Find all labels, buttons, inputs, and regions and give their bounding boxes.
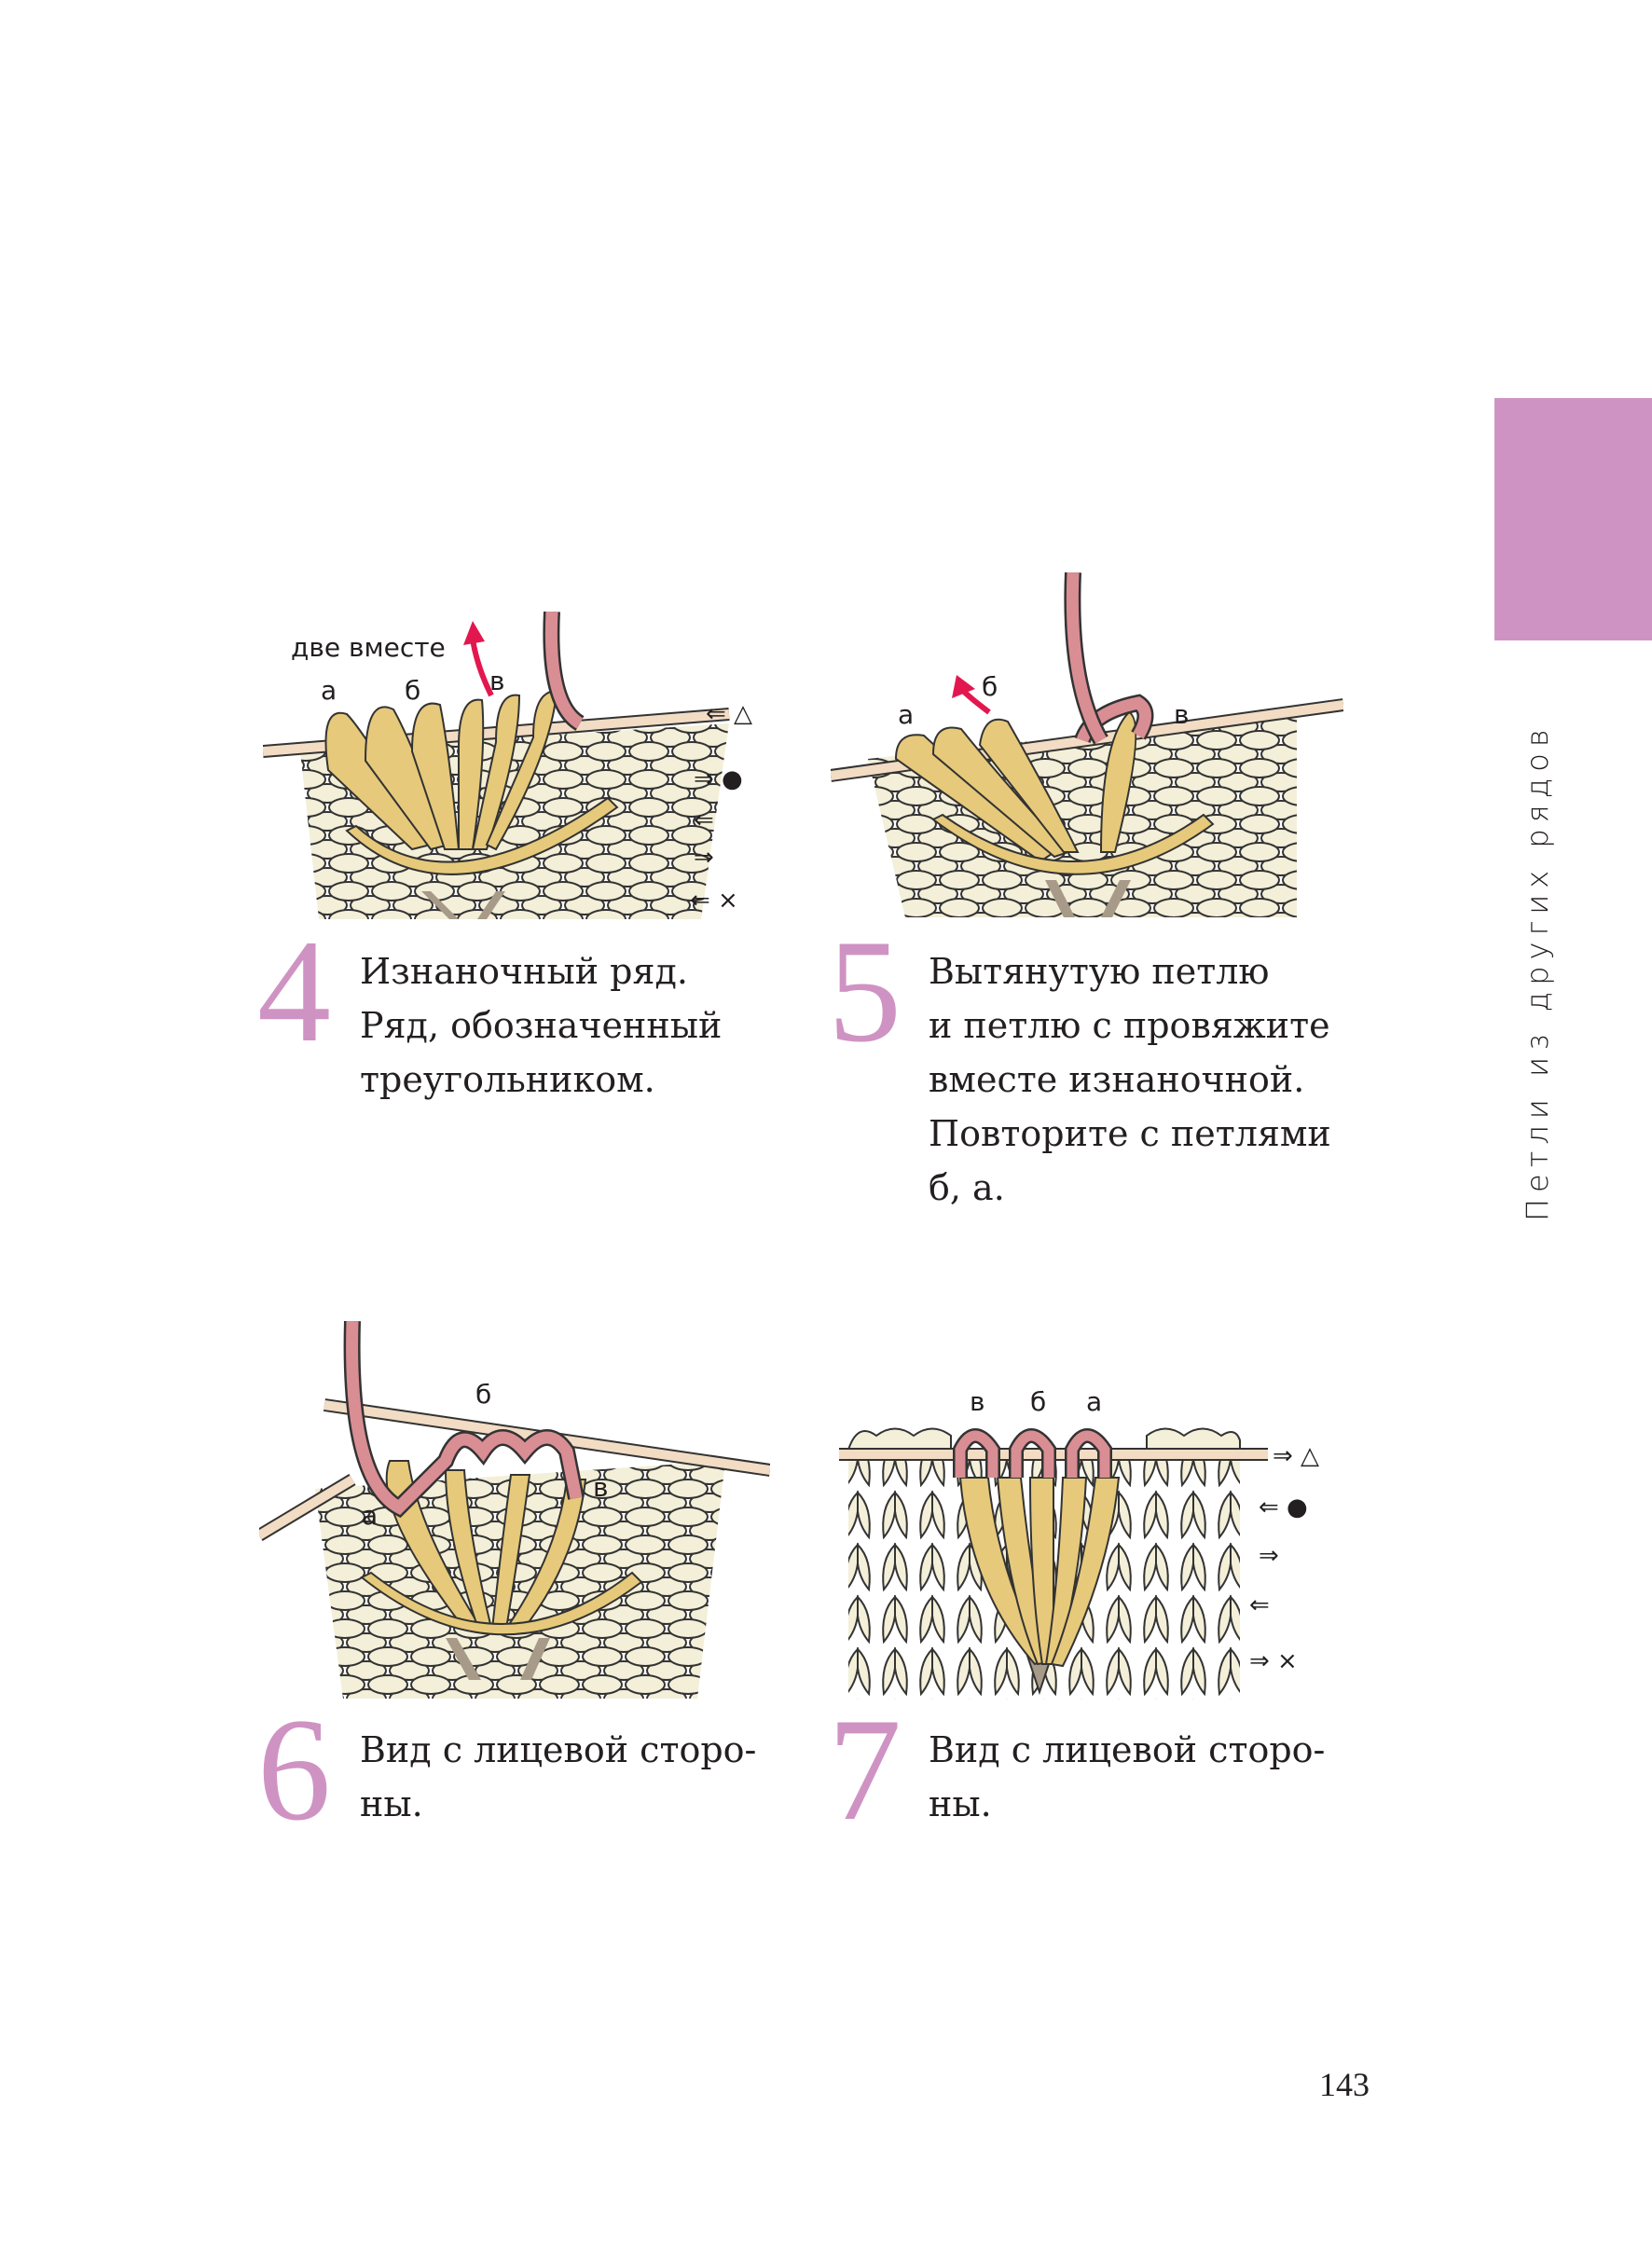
text-line: Вытянутую петлю [929, 951, 1270, 992]
row-mark: ⇒ × [1249, 1647, 1298, 1675]
page-number: 143 [1319, 2066, 1370, 2103]
step-number-7: 7 [828, 1688, 902, 1851]
label-b: б [982, 671, 998, 702]
step-number-4: 4 [257, 910, 331, 1073]
caption-two-together: две вместе [291, 632, 446, 663]
text-line: Ряд, обозначенный [360, 1005, 723, 1046]
step-number-6: 6 [257, 1688, 331, 1851]
row-mark: ⇒ ● [694, 765, 743, 793]
label-b: б [1030, 1386, 1046, 1417]
step-7-illustration: в б а ⇒ △ ⇐ ● ⇒ ⇐ ⇒ × [839, 1386, 1319, 1700]
row-mark: ⇐ △ [706, 700, 752, 728]
text-line: Вид с лицевой сторо- [929, 1729, 1326, 1770]
row-mark: ⇒ △ [1273, 1442, 1319, 1470]
text-line: Изнаночный ряд. [360, 951, 688, 992]
text-line: и петлю с провяжите [929, 1005, 1330, 1046]
label-b: б [475, 1379, 491, 1410]
step-5-illustration: а б в [831, 572, 1343, 917]
row-mark: ⇐ [1249, 1591, 1270, 1619]
step-6-text: Вид с лицевой сторо- ны. [360, 1723, 756, 1831]
step-6-illustration: а б в [259, 1321, 770, 1699]
label-a: а [321, 675, 337, 706]
step-5-text: Вытянутую петлю и петлю с провяжите вмес… [929, 944, 1331, 1215]
label-v: в [593, 1472, 609, 1503]
section-title: Петли из других рядов [1520, 723, 1555, 1221]
text-line: Повторите с петлями [929, 1113, 1331, 1154]
label-v: в [1174, 699, 1190, 730]
label-a: а [898, 699, 914, 730]
text-line: ны. [360, 1783, 423, 1824]
step-7-text: Вид с лицевой сторо- ны. [929, 1723, 1325, 1831]
label-a: а [362, 1500, 378, 1531]
text-line: треугольником. [360, 1059, 655, 1100]
step-number-5: 5 [828, 910, 902, 1073]
text-line: вместе изнаночной. [929, 1059, 1305, 1100]
step-4-illustration: две вместе а б в ⇐ △ ⇒ ● ⇐ ⇒ ⇐ × [263, 612, 752, 919]
text-line: ны. [929, 1783, 992, 1824]
text-line: Вид с лицевой сторо- [360, 1729, 757, 1770]
label-v: в [489, 666, 505, 696]
row-mark: ⇒ [1259, 1542, 1279, 1570]
label-v: в [970, 1386, 985, 1417]
row-mark: ⇐ × [690, 887, 738, 915]
step-4-text: Изнаночный ряд. Ряд, обозначенный треуго… [360, 944, 722, 1107]
label-b: б [405, 675, 420, 706]
section-tab [1494, 398, 1652, 640]
text-line: б, а. [929, 1167, 1005, 1208]
row-mark: ⇐ ● [1259, 1493, 1308, 1521]
label-a: а [1086, 1386, 1102, 1417]
row-mark: ⇒ [694, 844, 714, 872]
row-mark: ⇐ [694, 806, 714, 834]
